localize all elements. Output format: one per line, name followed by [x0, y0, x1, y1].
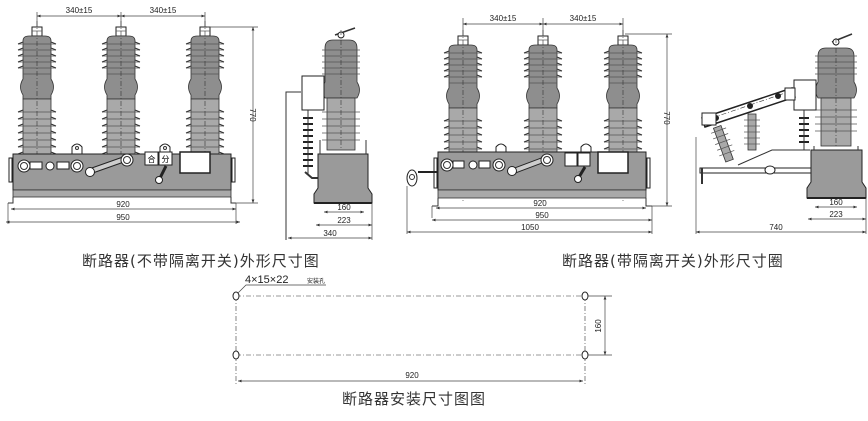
ct-box [301, 75, 325, 111]
caption-without-isolator: 断路器(不带隔离开关)外形尺寸图 [82, 252, 320, 270]
svg-text:950: 950 [116, 213, 130, 222]
svg-text:770: 770 [662, 111, 671, 125]
svg-text:160: 160 [337, 203, 351, 212]
caption-with-isolator: 断路器(带隔离开关)外形尺寸圈 [562, 252, 784, 270]
svg-text:223: 223 [829, 210, 843, 219]
mounting-hole-layout: 4×15×22 安装孔 160 920 [232, 274, 612, 385]
open-indicator [158, 151, 173, 166]
svg-text:920: 920 [405, 371, 419, 380]
pole-spacing-label-2: 340±15 [150, 6, 177, 15]
svg-text:160: 160 [594, 319, 603, 333]
svg-text:920: 920 [116, 200, 130, 209]
pole-spacing-label-1: 340±15 [66, 6, 93, 15]
hole-spec-leader [237, 284, 326, 294]
mounting-hole [232, 350, 240, 360]
side-view-without-isolator: 160 223 340 [285, 27, 373, 240]
hole-spec-note: 安装孔 [307, 277, 325, 285]
side-view-with-isolator: 160 223 740 [695, 33, 867, 234]
nameplate [179, 151, 211, 174]
svg-text:340: 340 [323, 229, 337, 238]
closed-indicator [144, 151, 159, 166]
svg-text:950: 950 [535, 211, 549, 220]
svg-text:223: 223 [337, 216, 351, 225]
svg-text:340±15: 340±15 [570, 14, 597, 23]
svg-text:160: 160 [829, 198, 843, 207]
caption-mounting: 断路器安装尺寸图图 [342, 390, 487, 408]
front-view-without-isolator: 340±15 340±15 合 分 [6, 6, 258, 224]
svg-text:740: 740 [769, 223, 783, 232]
mounting-hole [581, 350, 589, 360]
svg-text:分: 分 [162, 155, 170, 164]
svg-text:1050: 1050 [521, 223, 539, 232]
svg-text:合: 合 [148, 154, 156, 164]
hole-spec-label: 4×15×22 [245, 274, 288, 286]
height-label: 770 [248, 108, 257, 122]
mounting-hole [581, 291, 589, 301]
svg-text:920: 920 [533, 199, 547, 208]
mounting-hole [232, 291, 240, 301]
front-view-with-isolator: 340±15 340±15 770 [406, 14, 672, 234]
svg-text:340±15: 340±15 [490, 14, 517, 23]
